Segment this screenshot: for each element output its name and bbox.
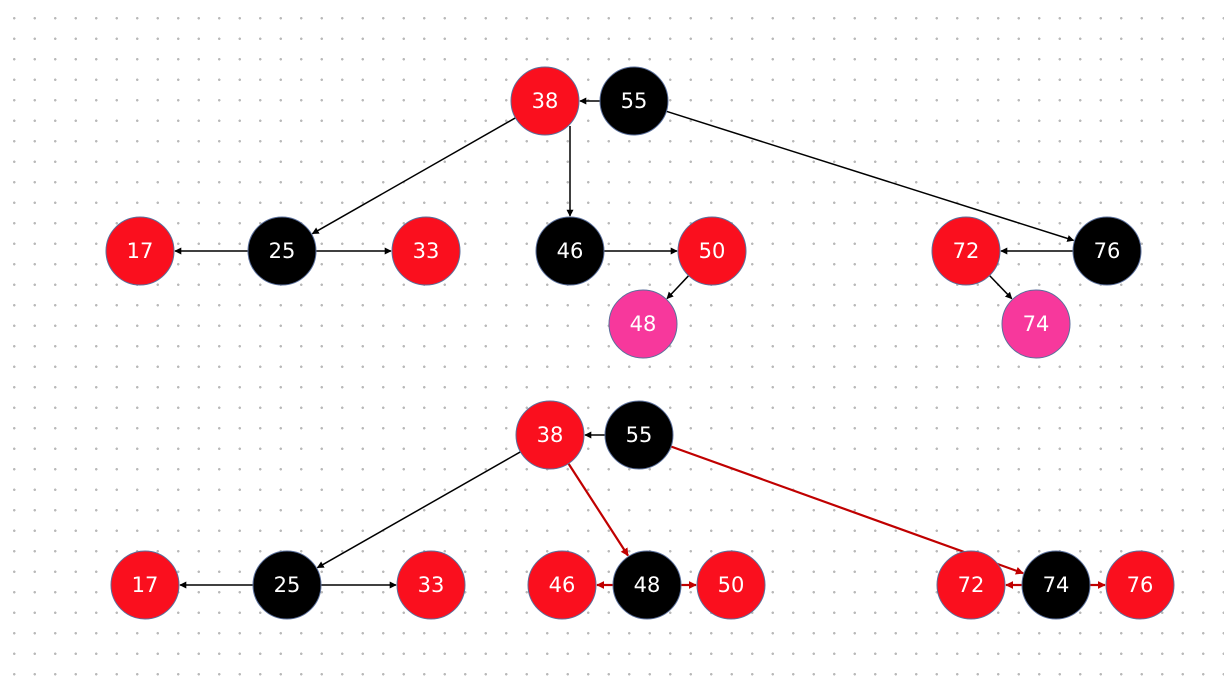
node-circle xyxy=(535,216,605,286)
node-circle xyxy=(527,550,597,620)
node-circle xyxy=(247,216,317,286)
tree-node-after-38: 38 xyxy=(515,400,585,470)
tree-node-before-33: 33 xyxy=(391,216,461,286)
node-circle xyxy=(391,216,461,286)
edge-before-72-to-74 xyxy=(988,274,1013,300)
edge-after-38-to-25 xyxy=(316,451,521,569)
edge-before-50-to-48 xyxy=(666,275,690,300)
node-circle xyxy=(396,550,466,620)
node-label: 38 xyxy=(532,89,559,113)
tree-node-after-48: 48 xyxy=(612,550,682,620)
node-circle xyxy=(612,550,682,620)
tree-node-after-55: 55 xyxy=(604,400,674,470)
tree-node-after-72: 72 xyxy=(936,550,1006,620)
tree-node-after-33: 33 xyxy=(396,550,466,620)
edge-after-38-to-48 xyxy=(567,463,629,557)
node-circle xyxy=(604,400,674,470)
node-label: 72 xyxy=(953,239,980,263)
tree-node-before-17: 17 xyxy=(105,216,175,286)
node-circle xyxy=(599,66,669,136)
node-label: 55 xyxy=(626,423,653,447)
node-label: 74 xyxy=(1023,312,1050,336)
node-label: 46 xyxy=(557,239,584,263)
node-circle xyxy=(677,216,747,286)
edge-before-38-to-25 xyxy=(311,117,516,235)
tree-node-after-76: 76 xyxy=(1105,550,1175,620)
node-circle xyxy=(510,66,580,136)
node-circle xyxy=(1072,216,1142,286)
node-circle xyxy=(931,216,1001,286)
tree-node-before-25: 25 xyxy=(247,216,317,286)
node-label: 17 xyxy=(127,239,154,263)
node-label: 50 xyxy=(718,573,745,597)
tree-node-before-55: 55 xyxy=(599,66,669,136)
node-circle xyxy=(1021,550,1091,620)
node-label: 48 xyxy=(634,573,661,597)
tree-node-after-74: 74 xyxy=(1021,550,1091,620)
tree-node-before-50: 50 xyxy=(677,216,747,286)
tree-node-before-46: 46 xyxy=(535,216,605,286)
node-label: 38 xyxy=(537,423,564,447)
node-label: 33 xyxy=(418,573,445,597)
tree-node-after-17: 17 xyxy=(110,550,180,620)
node-label: 72 xyxy=(958,573,985,597)
node-circle xyxy=(608,289,678,359)
tree-node-after-50: 50 xyxy=(696,550,766,620)
node-label: 50 xyxy=(699,239,726,263)
node-label: 25 xyxy=(269,239,296,263)
edge-before-55-to-76 xyxy=(666,110,1075,242)
node-circle xyxy=(1001,289,1071,359)
tree-node-after-46: 46 xyxy=(527,550,597,620)
tree-node-after-25: 25 xyxy=(252,550,322,620)
node-label: 76 xyxy=(1127,573,1154,597)
node-label: 74 xyxy=(1043,573,1070,597)
node-label: 46 xyxy=(549,573,576,597)
node-circle xyxy=(1105,550,1175,620)
node-label: 17 xyxy=(132,573,159,597)
tree-node-before-38: 38 xyxy=(510,66,580,136)
node-circle xyxy=(515,400,585,470)
tree-node-before-72: 72 xyxy=(931,216,1001,286)
node-label: 25 xyxy=(274,573,301,597)
node-circle xyxy=(252,550,322,620)
node-label: 55 xyxy=(621,89,648,113)
nodes-layer: 55 38 25 17 33 46 50 48 76 72 74 55 38 25 17 33 48 46 50 74… xyxy=(105,66,1175,620)
node-label: 76 xyxy=(1094,239,1121,263)
node-circle xyxy=(110,550,180,620)
tree-node-before-48: 48 xyxy=(608,289,678,359)
node-circle xyxy=(696,550,766,620)
node-label: 33 xyxy=(413,239,440,263)
node-label: 48 xyxy=(630,312,657,336)
node-circle xyxy=(936,550,1006,620)
tree-node-before-76: 76 xyxy=(1072,216,1142,286)
node-circle xyxy=(105,216,175,286)
tree-node-before-74: 74 xyxy=(1001,289,1071,359)
